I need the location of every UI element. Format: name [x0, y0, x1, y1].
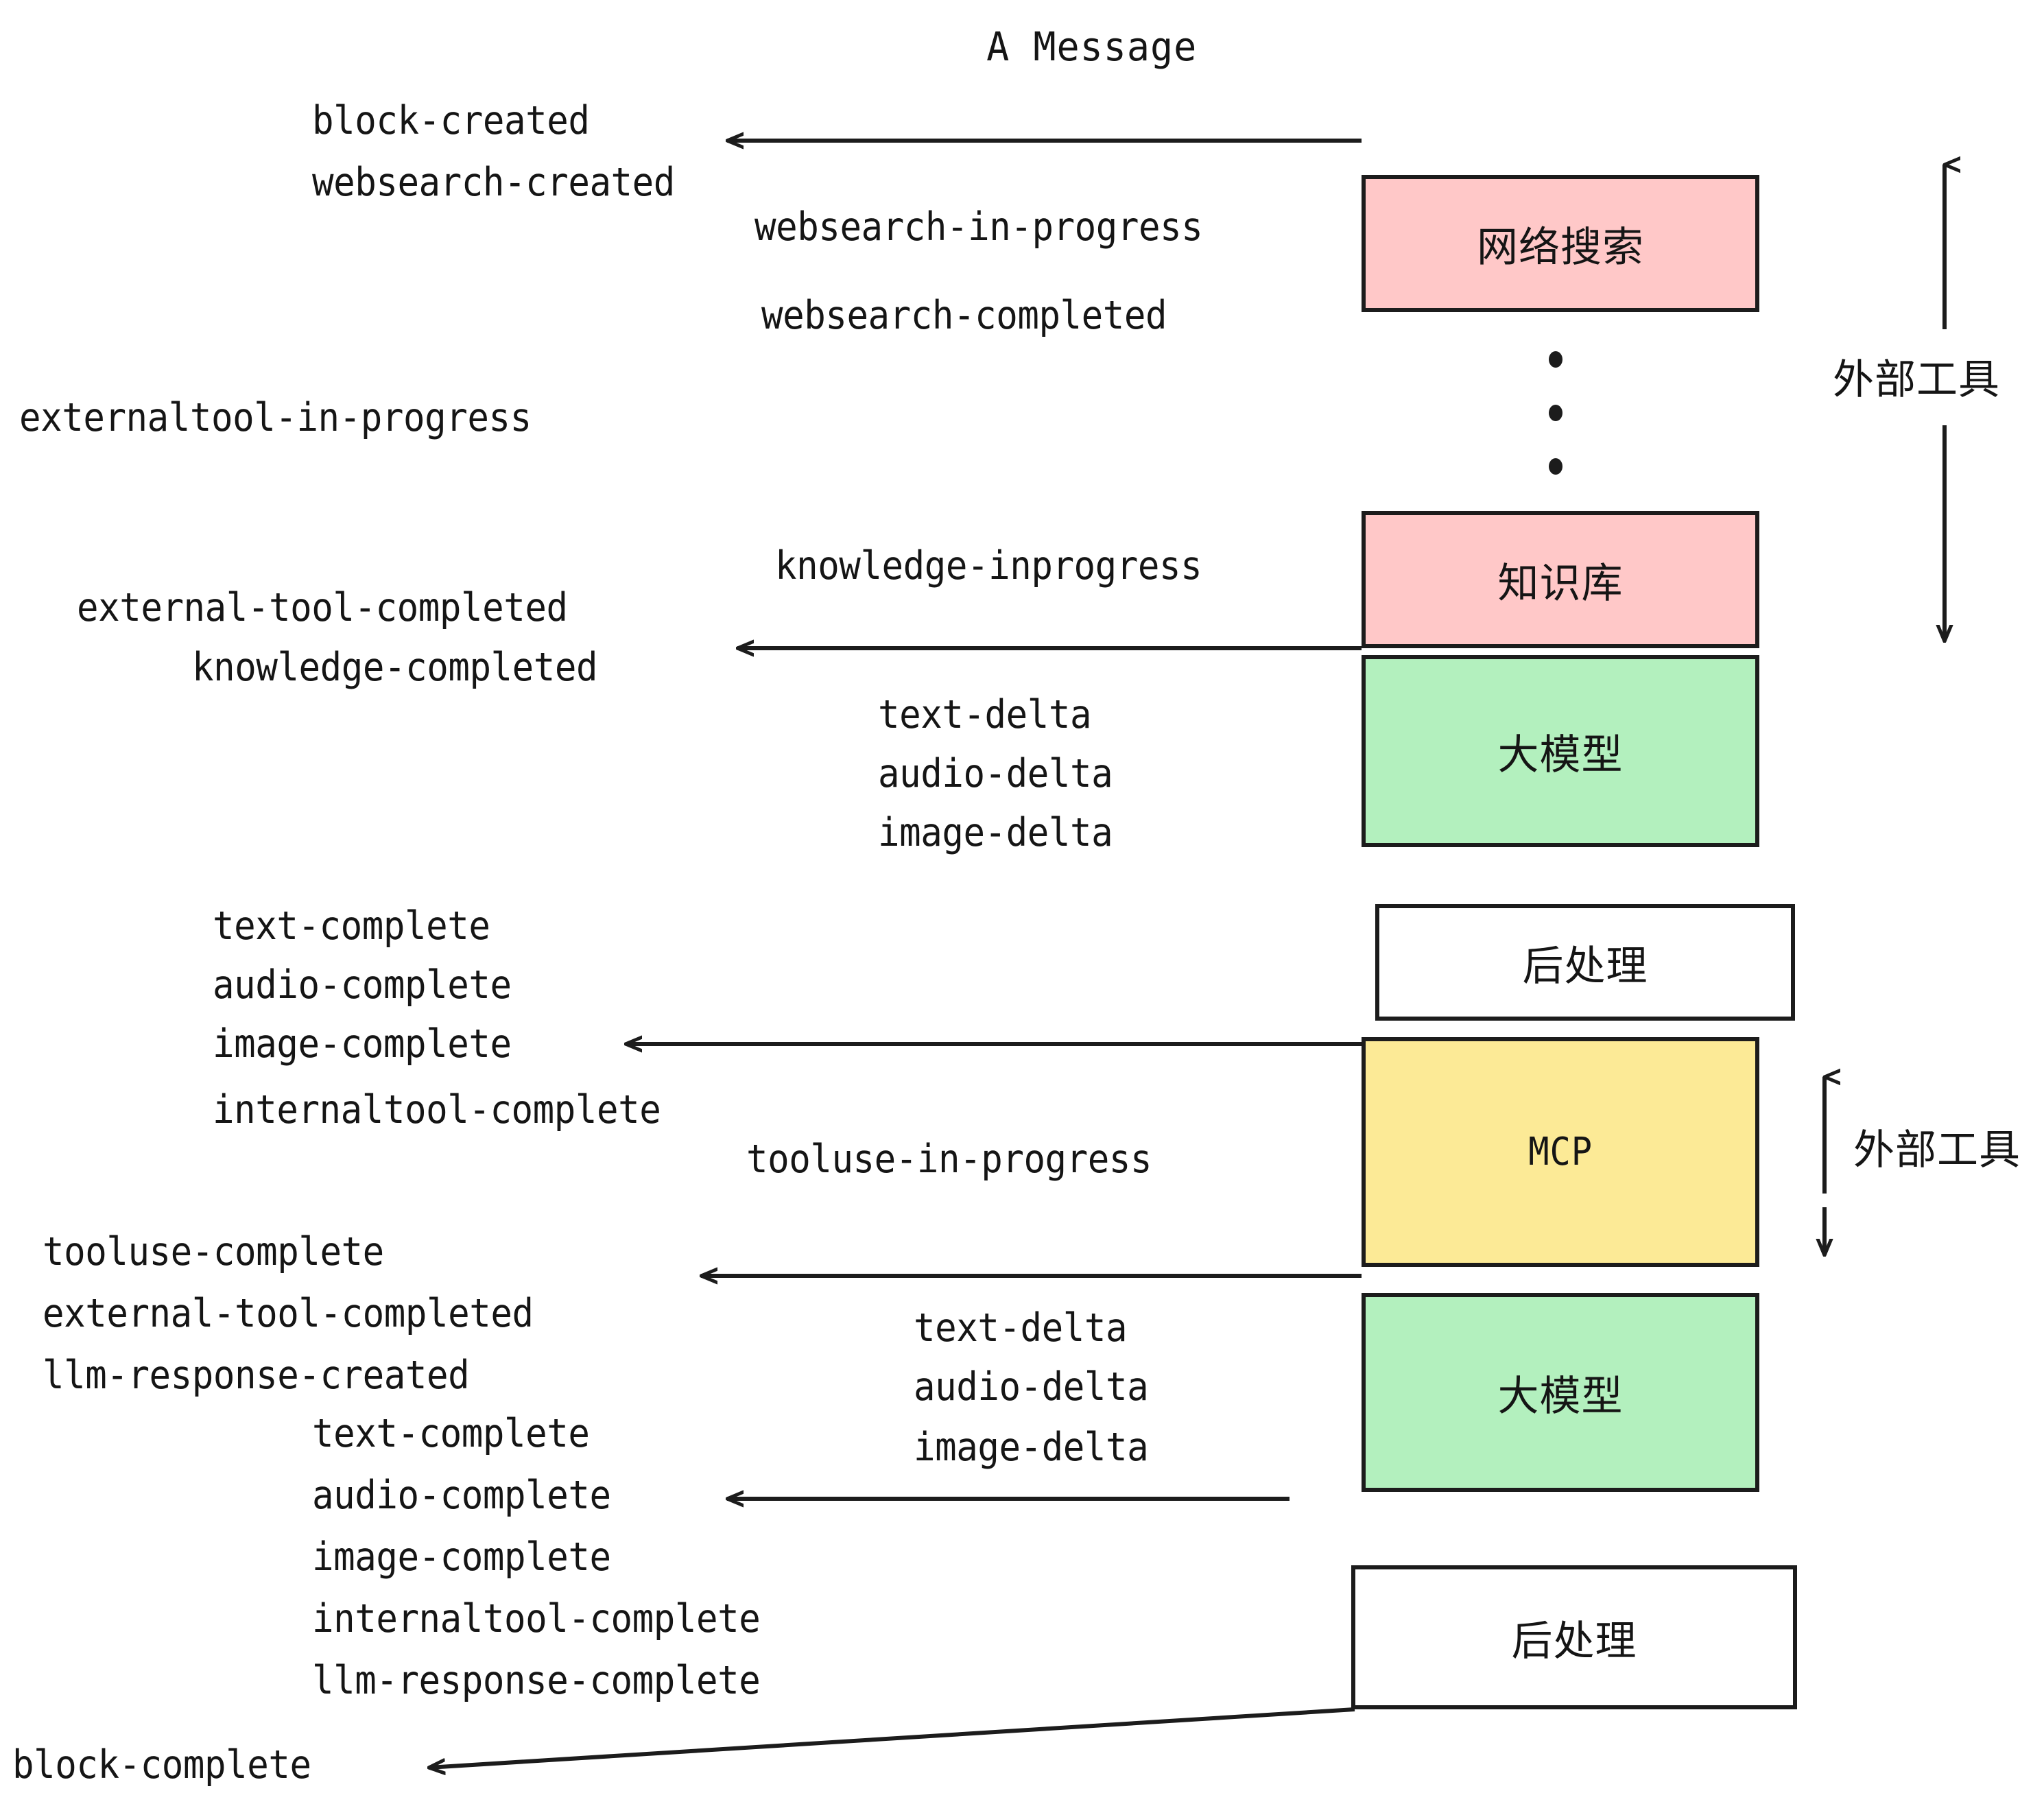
- page-title: A Message: [986, 23, 1198, 70]
- event-image-delta-2: image-delta: [914, 1425, 1149, 1470]
- side-label-external-tool-bottom: 外部工具: [1853, 1126, 2021, 1174]
- node-llm-top[interactable]: 大模型: [1362, 655, 1759, 847]
- ellipsis-dot: [1549, 458, 1562, 475]
- event-external-tool-completed-2: external-tool-completed: [43, 1291, 534, 1336]
- node-knowledge[interactable]: 知识库: [1362, 511, 1759, 648]
- ellipsis-dot: [1549, 405, 1562, 421]
- node-llm-bottom-label: 大模型: [1497, 1372, 1624, 1421]
- event-text-delta-1: text-delta: [878, 692, 1092, 737]
- event-audio-delta-1: audio-delta: [878, 751, 1113, 796]
- event-websearch-created: websearch-created: [312, 160, 675, 205]
- node-knowledge-label: 知识库: [1497, 559, 1624, 608]
- event-audio-complete-2: audio-complete: [312, 1473, 611, 1518]
- node-llm-top-label: 大模型: [1497, 731, 1624, 779]
- event-knowledge-inprogress: knowledge-inprogress: [775, 543, 1202, 589]
- event-text-complete-1: text-complete: [213, 903, 490, 949]
- event-websearch-completed: websearch-completed: [761, 293, 1167, 338]
- event-llm-response-complete: llm-response-complete: [312, 1658, 761, 1703]
- event-audio-delta-2: audio-delta: [914, 1364, 1149, 1410]
- node-websearch-label: 网络搜索: [1477, 223, 1644, 272]
- side-label-external-tool-top: 外部工具: [1833, 356, 2000, 404]
- node-postprocess-bottom[interactable]: 后处理: [1351, 1565, 1797, 1709]
- event-block-complete: block-complete: [12, 1742, 311, 1788]
- node-mcp[interactable]: MCP: [1362, 1037, 1759, 1267]
- event-external-tool-completed-1: external-tool-completed: [77, 585, 568, 630]
- event-text-complete-2: text-complete: [312, 1411, 590, 1456]
- event-knowledge-completed: knowledge-completed: [192, 645, 598, 690]
- node-postprocess-bottom-label: 后处理: [1511, 1617, 1637, 1665]
- event-tooluse-in-progress: tooluse-in-progress: [746, 1137, 1152, 1182]
- event-tooluse-complete: tooluse-complete: [43, 1229, 384, 1274]
- node-postprocess-top[interactable]: 后处理: [1375, 904, 1795, 1021]
- event-internaltool-complete-1: internaltool-complete: [213, 1087, 661, 1132]
- event-image-delta-1: image-delta: [878, 810, 1113, 855]
- event-websearch-in-progress: websearch-in-progress: [754, 204, 1203, 250]
- event-llm-response-created: llm-response-created: [43, 1353, 470, 1398]
- event-audio-complete-1: audio-complete: [213, 962, 512, 1008]
- event-image-complete-1: image-complete: [213, 1021, 512, 1067]
- event-internaltool-complete-2: internaltool-complete: [312, 1596, 761, 1641]
- node-websearch[interactable]: 网络搜索: [1362, 175, 1759, 312]
- arrow-postprocess-to-block-complete: [429, 1707, 1355, 1768]
- event-text-delta-2: text-delta: [914, 1305, 1128, 1351]
- event-block-created: block-created: [312, 98, 590, 143]
- ellipsis-dot: [1549, 351, 1562, 368]
- event-image-complete-2: image-complete: [312, 1534, 611, 1580]
- node-mcp-label: MCP: [1528, 1130, 1593, 1174]
- node-llm-bottom[interactable]: 大模型: [1362, 1293, 1759, 1492]
- node-postprocess-top-label: 后处理: [1522, 942, 1648, 990]
- event-externaltool-in-progress: externaltool-in-progress: [19, 395, 532, 440]
